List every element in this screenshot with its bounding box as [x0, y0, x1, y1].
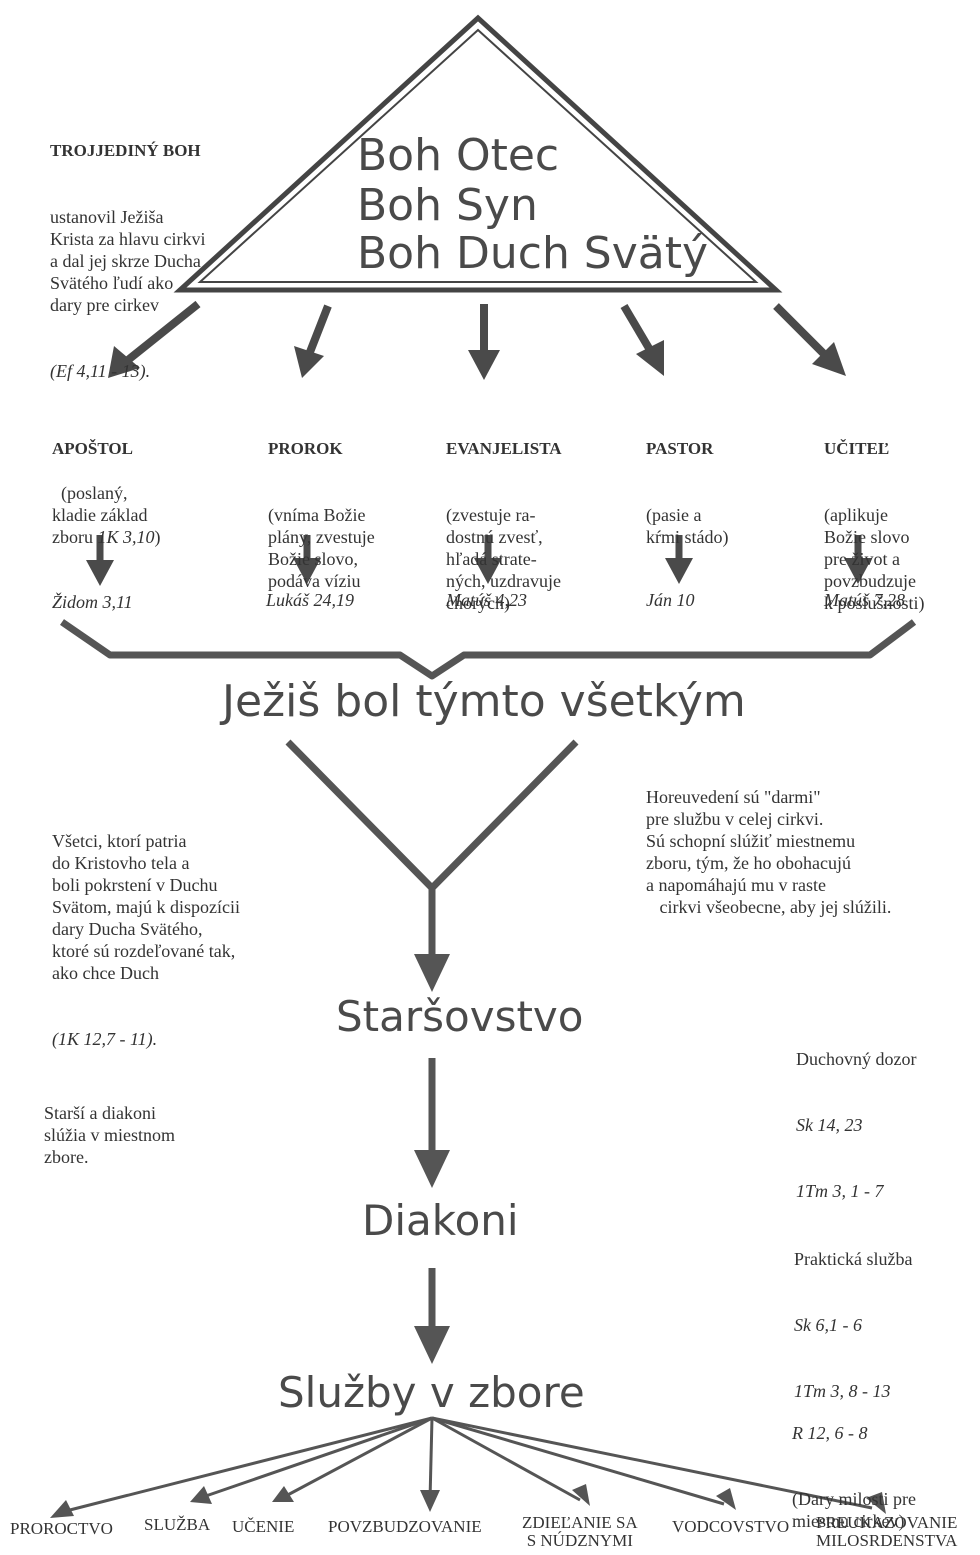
sluzby-ref: R 12, 6 - 8	[792, 1423, 868, 1443]
diakoni-ref-1: Sk 6,1 - 6	[794, 1315, 862, 1335]
gift-desc-ref: 1K 3,10	[97, 527, 155, 547]
gift-title: APOŠTOL	[52, 439, 133, 458]
diakoni-note-title: Praktická služba	[794, 1249, 913, 1269]
gift-title: EVANJELISTA	[446, 439, 562, 458]
service-vodcovstvo: VODCOVSTVO	[672, 1517, 790, 1536]
service-ucenie: UČENIE	[232, 1517, 295, 1536]
intro-title: TROJJEDINÝ BOH	[50, 141, 201, 160]
gift-desc: (aplikuje Božie slovo pre život a povzbu…	[824, 505, 925, 613]
jesus-heading: Ježiš bol týmto všetkým	[222, 676, 746, 727]
right-note: Horeuvedení sú "darmi" pre službu v cele…	[646, 787, 892, 917]
service-proroctvo: PROROCTVO	[10, 1519, 113, 1538]
gift-arrows	[108, 300, 846, 380]
gift-ref-pastor: Ján 10	[646, 590, 695, 610]
gift-ucitel: UČITEĽ (aplikuje Božie slovo pre život a…	[824, 394, 925, 636]
diakoni-ref-2: 1Tm 3, 8 - 13	[794, 1381, 891, 1401]
v-arrow	[285, 739, 579, 992]
intro-note: TROJJEDINÝ BOH ustanovil Ježiša Krista z…	[50, 96, 205, 404]
sluzby-heading: Služby v zbore	[278, 1368, 585, 1417]
starsovstvo-ref-2: 1Tm 3, 1 - 7	[796, 1181, 884, 1201]
gift-prorok: PROROK (vníma Božie plány, zvestuje Boži…	[268, 394, 375, 614]
starsovstvo-note-title: Duchovný dozor	[796, 1049, 917, 1069]
starsovstvo-note: Duchovný dozor Sk 14, 23 1Tm 3, 1 - 7	[796, 1004, 916, 1224]
gift-pastor: PASTOR (pasie a kŕmi stádo)	[646, 394, 729, 570]
left-note-ref: (1K 12,7 - 11).	[52, 1029, 158, 1049]
brace	[60, 619, 917, 680]
sluzby-note-text: (Dary milosti pre miestnu cirkev)	[792, 1489, 916, 1531]
trinity-syn: Boh Syn	[357, 180, 538, 231]
arrow-to-diakoni	[414, 1058, 450, 1188]
gift-desc: (pasie a kŕmi stádo)	[646, 505, 729, 547]
trinity-otec: Boh Otec	[357, 130, 560, 181]
ref-arrows	[86, 535, 872, 586]
trinity-duch: Boh Duch Svätý	[357, 228, 709, 279]
gift-evanjelista: EVANJELISTA (zvestuje ra- dostnú zvesť, …	[446, 394, 562, 636]
diakoni-note: Praktická služba Sk 6,1 - 6 1Tm 3, 8 - 1…	[794, 1204, 912, 1424]
gift-desc-end: )	[154, 527, 161, 547]
gift-desc: (zvestuje ra- dostnú zvesť, hľadá strate…	[446, 505, 561, 613]
gift-title: UČITEĽ	[824, 439, 890, 458]
left-note: Všetci, ktorí patria do Kristovho tela a…	[52, 786, 240, 1072]
service-preukazovanie: PREUKAZOVANIE MILOSRDENSTVA	[816, 1513, 958, 1550]
service-zdielanie: ZDIEĽANIE SA S NÚDZNYMI	[522, 1513, 638, 1550]
gift-ref-evanjelista: Matúš 4,23	[446, 590, 527, 610]
starsovstvo-ref-1: Sk 14, 23	[796, 1115, 863, 1135]
gift-apostol: APOŠTOL (poslaný, kladie základ zboru 1K…	[52, 394, 161, 548]
service-lines	[50, 1416, 886, 1518]
diakoni-heading: Diakoni	[362, 1196, 519, 1245]
left-note-text: Všetci, ktorí patria do Kristovho tela a…	[52, 831, 240, 983]
gift-ref-apostol: Židom 3,11	[52, 592, 133, 612]
trinity-triangle-outer	[173, 14, 783, 293]
gift-title: PASTOR	[646, 439, 714, 458]
arrow-to-sluzby	[414, 1268, 450, 1364]
sluzby-note: R 12, 6 - 8 (Dary milosti pre miestnu ci…	[792, 1378, 916, 1554]
gift-title: PROROK	[268, 439, 343, 458]
starsovstvo-heading: Staršovstvo	[336, 992, 584, 1041]
gift-ref-prorok: Lukáš 24,19	[266, 590, 355, 610]
intro-text: ustanovil Ježiša Krista za hlavu cirkvi …	[50, 207, 206, 315]
elders-note: Starší a diakoni slúžia v miestnom zbore…	[44, 1103, 175, 1167]
gift-desc: (poslaný, kladie základ zboru	[52, 483, 148, 547]
gift-desc: (vníma Božie plány, zvestuje Božie slovo…	[268, 505, 375, 591]
service-povzbudzovanie: POVZBUDZOVANIE	[328, 1517, 482, 1536]
intro-ref: (Ef 4,11 - 13).	[50, 361, 151, 381]
gift-ref-ucitel: Matúš 7,28	[824, 590, 905, 610]
trinity-triangle-inner	[197, 28, 759, 283]
service-sluzba: SLUŽBA	[144, 1515, 211, 1534]
